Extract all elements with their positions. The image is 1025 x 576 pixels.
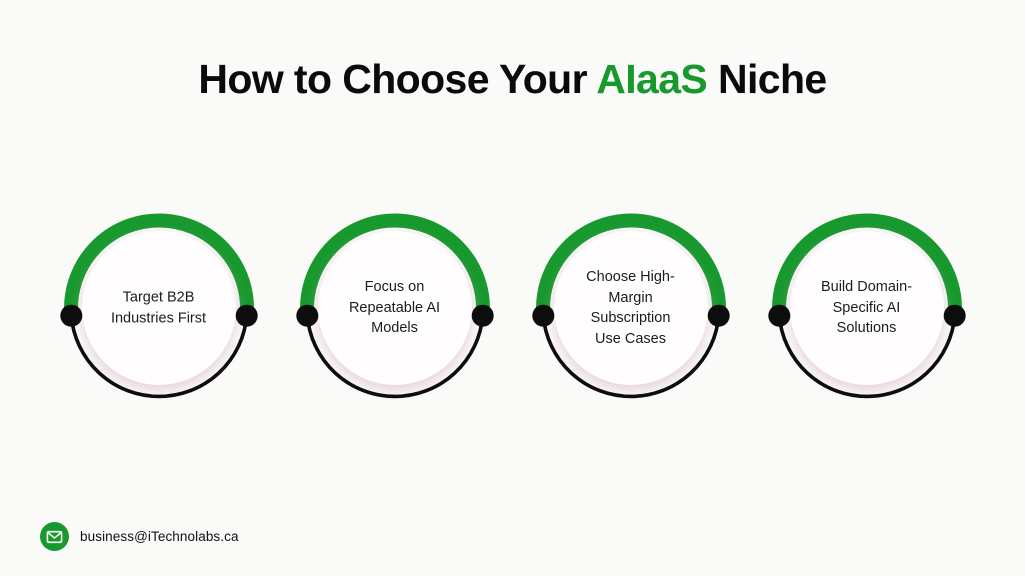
step-ring-graphic — [767, 213, 966, 399]
left-dot — [295, 304, 318, 327]
green-arc — [299, 213, 490, 317]
black-arc — [541, 313, 720, 399]
inner-circle — [317, 231, 472, 385]
step-label: Focus on Repeatable AI Models — [348, 279, 441, 337]
step-repeatable-ai: Focus on Repeatable AI Models — [295, 210, 495, 415]
step-label: Target B2B Industries First — [110, 289, 207, 326]
black-arc — [69, 313, 248, 399]
inner-circle — [81, 231, 236, 385]
left-dot — [767, 304, 790, 327]
black-arc — [777, 313, 956, 399]
footer-contact: business@iTechnolabs.ca — [40, 522, 239, 551]
right-dot — [235, 304, 258, 327]
steps-row: Target B2B Industries First Focus on Rep… — [0, 210, 1025, 415]
page-title-highlight: AIaaS — [596, 56, 708, 102]
right-dot — [943, 304, 966, 327]
step-label: Choose High- Margin Subscription Use Cas… — [586, 268, 675, 347]
black-arc — [305, 313, 484, 399]
right-dot — [471, 304, 494, 327]
inner-circle — [789, 231, 944, 385]
step-ring-graphic — [531, 213, 730, 399]
inner-circle — [553, 231, 708, 385]
step-domain-specific: Build Domain- Specific AI Solutions — [767, 210, 967, 415]
step-label: Build Domain- Specific AI Solutions — [820, 279, 913, 337]
right-dot — [707, 304, 730, 327]
left-dot — [531, 304, 554, 327]
green-arc — [63, 213, 254, 317]
envelope-icon — [40, 522, 69, 551]
left-dot — [59, 304, 82, 327]
step-target-b2b: Target B2B Industries First — [59, 210, 259, 415]
green-arc — [535, 213, 726, 317]
page-title: How to Choose Your AIaaS Niche — [0, 56, 1025, 103]
step-ring-graphic — [295, 213, 494, 399]
page-title-prefix: How to Choose Your — [198, 56, 597, 102]
page-title-suffix: Niche — [707, 56, 827, 102]
step-high-margin: Choose High- Margin Subscription Use Cas… — [531, 210, 731, 415]
green-arc — [771, 213, 962, 317]
contact-email: business@iTechnolabs.ca — [80, 529, 239, 544]
step-ring-graphic — [59, 213, 258, 399]
